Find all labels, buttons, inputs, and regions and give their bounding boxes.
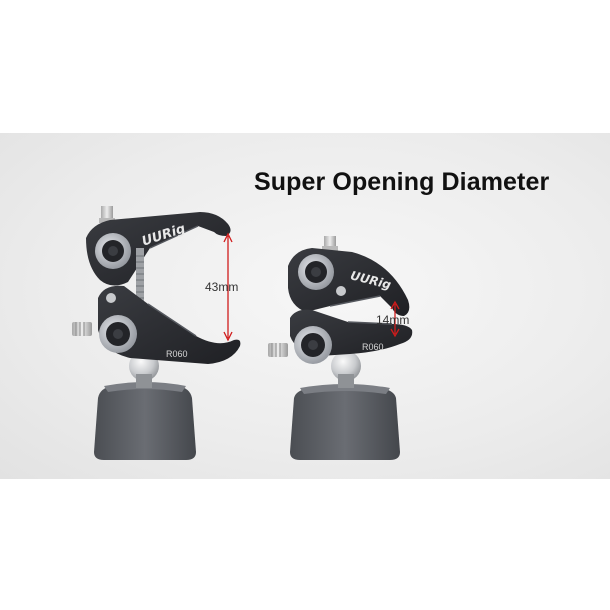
left-clamp-dimension-line: [223, 232, 233, 342]
left-clamp-threaded-rod: [136, 248, 144, 308]
right-clamp-side-screw: [268, 343, 288, 357]
right-clamp-base: [290, 384, 400, 460]
left-clamp-lower-knob: [99, 315, 137, 353]
right-clamp-upper-knob: [298, 254, 334, 290]
right-clamp-pivot: [336, 286, 346, 296]
left-clamp-upper-knob: [95, 233, 131, 269]
right-clamp-dimension-line: [390, 300, 400, 338]
right-clamp-top-screw: [322, 236, 338, 251]
right-clamp-model: R060: [362, 342, 384, 352]
left-clamp-side-screw: [72, 322, 92, 336]
left-opening-label: 43mm: [205, 280, 239, 294]
left-clamp: UURig R060: [72, 206, 241, 460]
headline: Super Opening Diameter: [254, 168, 550, 196]
left-clamp-upper-jaw: [86, 212, 231, 286]
right-clamp: UURig R060: [268, 236, 413, 460]
right-clamp-lower-knob: [294, 326, 332, 364]
right-opening-label: 14mm: [376, 313, 410, 327]
left-clamp-pivot: [106, 293, 116, 303]
left-clamp-model: R060: [166, 349, 188, 359]
left-clamp-base: [94, 382, 196, 460]
left-clamp-top-screw: [99, 206, 115, 223]
right-clamp-ball-joint: [331, 351, 361, 381]
